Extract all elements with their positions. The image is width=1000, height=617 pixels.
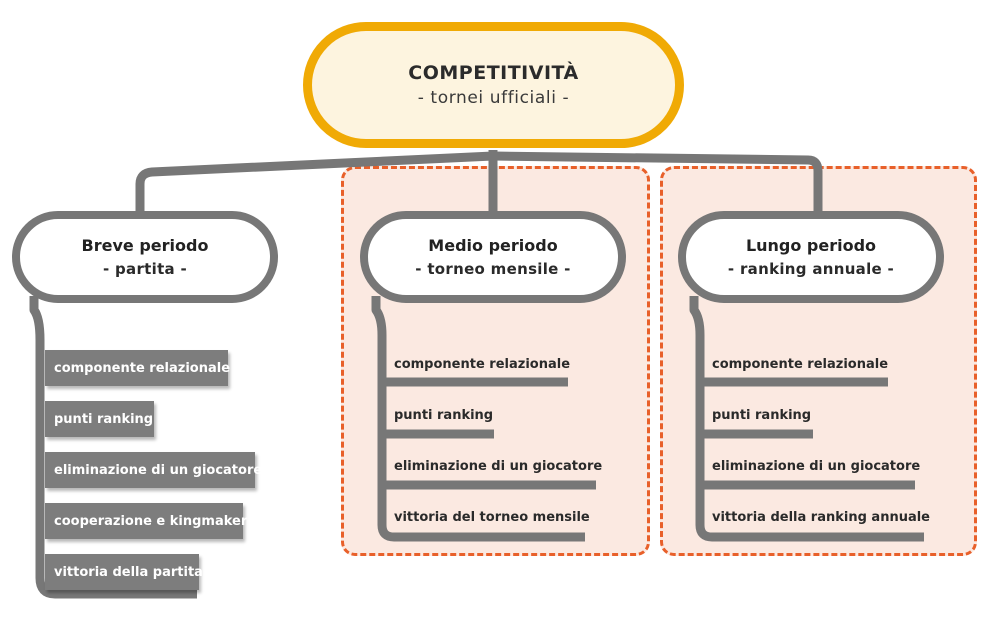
lungo-item-punti-ranking: punti ranking <box>712 408 812 423</box>
node-title: Medio periodo <box>428 236 558 255</box>
node-medio-periodo: Medio periodo - torneo mensile - <box>360 211 626 303</box>
lungo-item-componente-relazionale: componente relazionale <box>712 357 889 372</box>
node-title: Breve periodo <box>81 236 209 255</box>
breve-item-componente-relazionale: componente relazionale <box>45 350 230 386</box>
node-subtitle: - ranking annuale - <box>727 260 895 278</box>
node-breve-periodo: Breve periodo - partita - <box>12 211 278 303</box>
root-title: COMPETITIVITÀ <box>408 62 579 84</box>
lungo-item-vittoria-ranking: vittoria della ranking annuale <box>712 510 930 525</box>
root-subtitle: - tornei ufficiali - <box>417 88 570 108</box>
medio-item-componente-relazionale: componente relazionale <box>394 357 571 372</box>
node-title: Lungo periodo <box>745 236 877 255</box>
node-subtitle: - partita - <box>102 260 188 278</box>
breve-item-cooperazione: cooperazione e kingmaker <box>45 503 247 539</box>
medio-item-eliminazione: eliminazione di un giocatore <box>394 459 603 474</box>
medio-item-punti-ranking: punti ranking <box>394 408 494 423</box>
spine-breve <box>29 296 197 599</box>
node-subtitle: - torneo mensile - <box>415 260 571 278</box>
lungo-item-eliminazione: eliminazione di un giocatore <box>712 459 921 474</box>
root-node-competitivita: COMPETITIVITÀ - tornei ufficiali - <box>303 22 684 148</box>
node-lungo-periodo: Lungo periodo - ranking annuale - <box>678 211 944 303</box>
breve-item-punti-ranking: punti ranking <box>45 401 154 437</box>
breve-item-vittoria-partita: vittoria della partita <box>45 554 203 590</box>
breve-item-eliminazione: eliminazione di un giocatore <box>45 452 262 488</box>
medio-item-vittoria-torneo: vittoria del torneo mensile <box>394 510 590 525</box>
connector-root-lungo <box>492 151 823 214</box>
connector-root-breve <box>135 150 498 214</box>
